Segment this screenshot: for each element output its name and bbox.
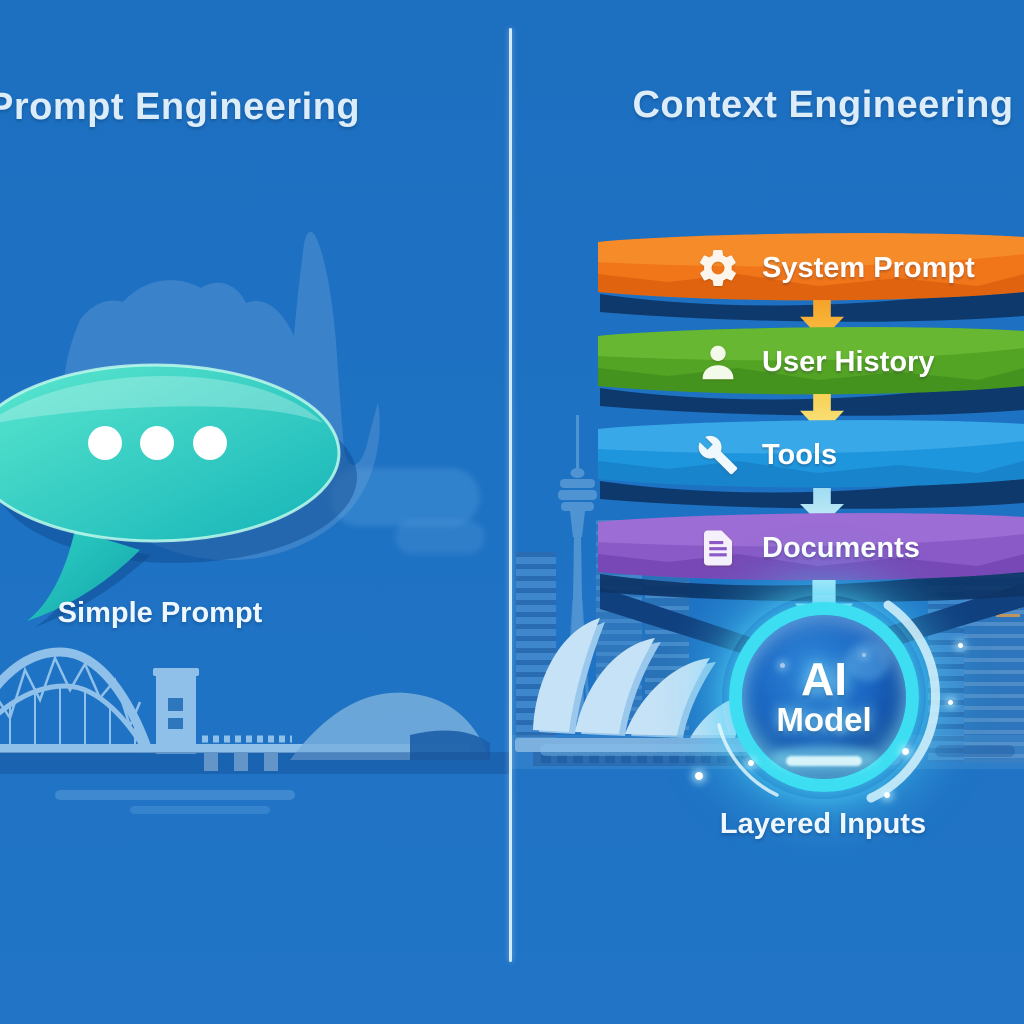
cloud-patch [330, 468, 480, 526]
ribbon-shape [598, 420, 1024, 509]
inner-speckle [780, 663, 785, 668]
orbit-arcs [717, 600, 940, 803]
ai-ring-highlight [786, 756, 862, 766]
layer-tools: Tools [598, 415, 1024, 519]
ai-model-line1: AI [801, 652, 847, 705]
water-streak [55, 790, 295, 800]
layer-documents: Documents [598, 508, 1024, 612]
layer-label: User History [762, 345, 935, 378]
layer-label: Tools [762, 438, 838, 471]
sparkle [948, 700, 953, 705]
sparkle [748, 760, 754, 766]
document-icon [694, 524, 742, 572]
water-shadow-band [0, 752, 512, 774]
speech-bubble [0, 363, 357, 627]
sparkle [884, 792, 890, 798]
water-streak [540, 744, 750, 756]
wrench-icon [694, 431, 742, 479]
water-streak [935, 745, 1015, 757]
layer-user-history: User History [598, 322, 1024, 426]
left-panel-caption: Simple Prompt [57, 597, 263, 629]
left-panel-title: Prompt Engineering [0, 86, 361, 128]
sparkle [695, 772, 703, 780]
ai-ring-blob [846, 641, 890, 681]
right-panel-caption: Layered Inputs [719, 808, 927, 840]
water-streak [130, 806, 270, 814]
layer-system-prompt: System Prompt [598, 228, 1024, 332]
sydney-opera-house [515, 618, 787, 766]
right-panel-title: Context Engineering [632, 84, 1014, 126]
hill-silhouette [290, 692, 490, 760]
inner-speckle [838, 727, 842, 731]
gear-icon [694, 244, 742, 292]
ai-model-line2: Model [776, 700, 872, 738]
panel-divider [509, 28, 512, 962]
ribbon-shape [598, 233, 1024, 322]
ai-model-node: AI Model [729, 602, 919, 792]
sparkle [902, 748, 909, 755]
layer-label: Documents [762, 531, 920, 564]
cloud-patch [395, 520, 485, 554]
sydney-harbour-bridge [0, 647, 470, 771]
person-icon [694, 338, 742, 386]
typing-dots [88, 426, 227, 460]
inner-speckle [862, 653, 866, 657]
sparkle [958, 643, 963, 648]
layer-label: System Prompt [762, 251, 975, 284]
